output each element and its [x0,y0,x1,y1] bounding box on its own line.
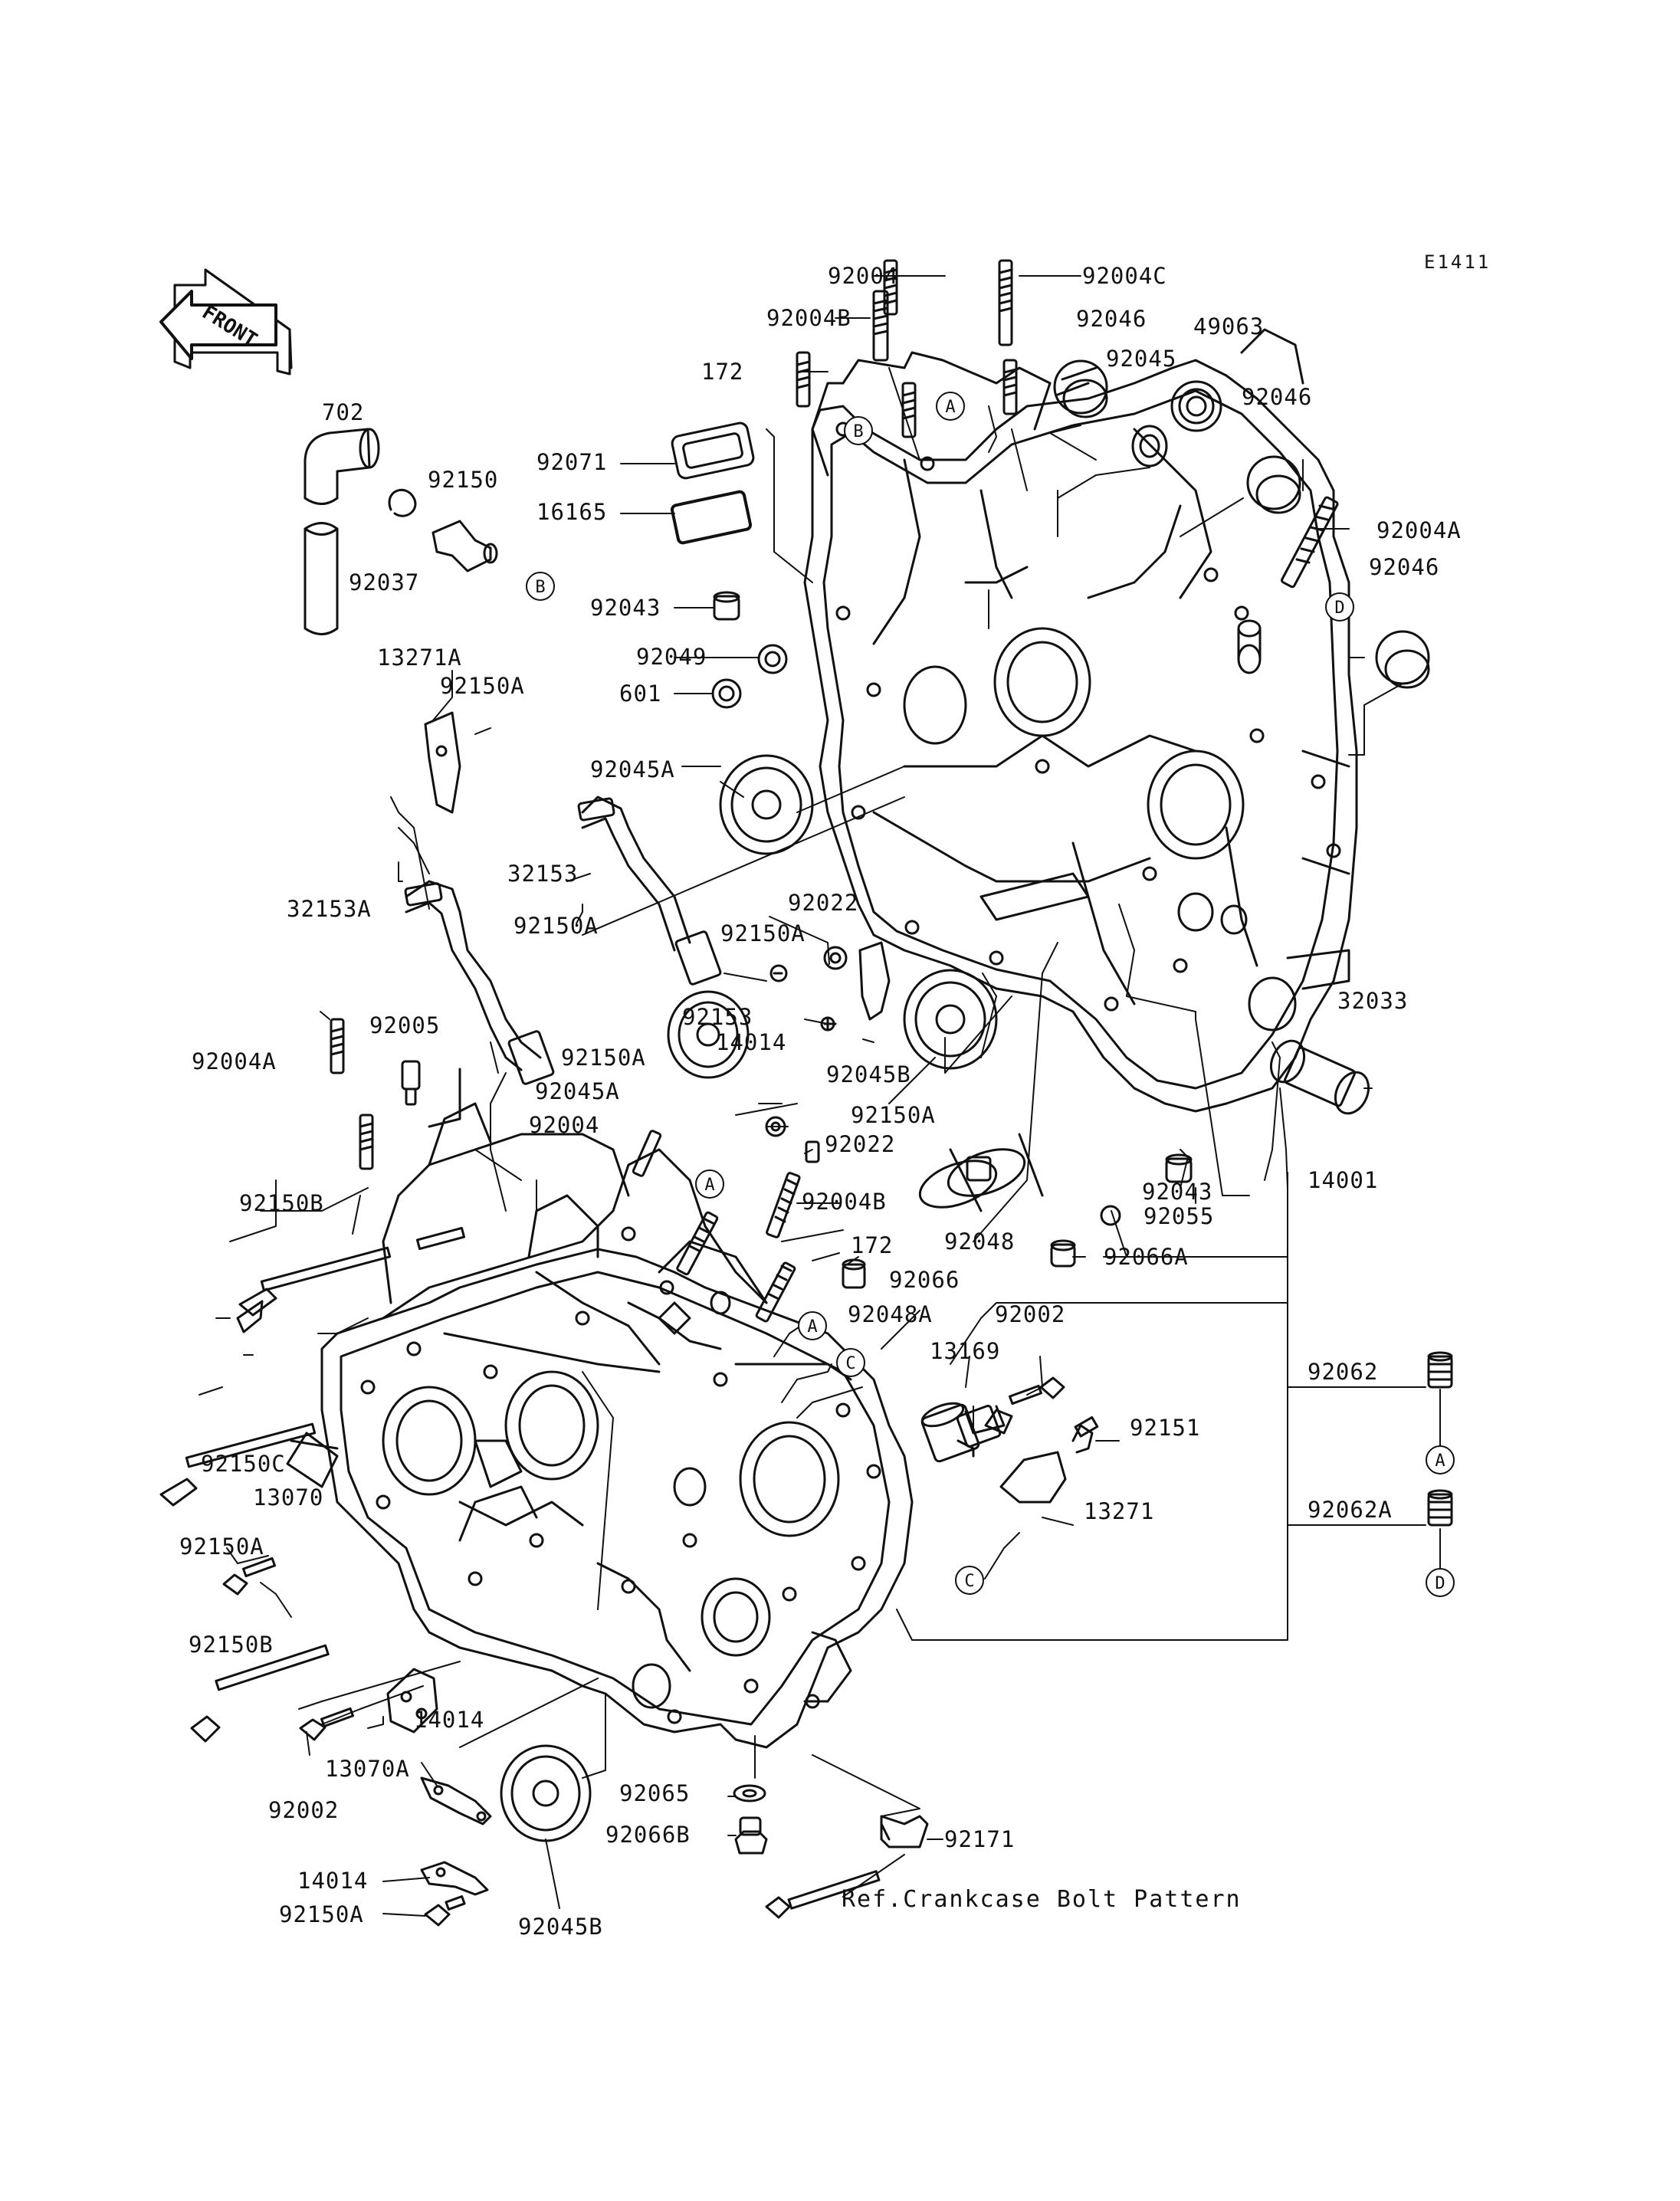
part-label: 92004B [802,1189,887,1215]
callout-A1: A [945,398,955,417]
part-label: 92037 [349,569,419,595]
front-arrow-icon [159,268,293,376]
part-label: 92004 [529,1112,599,1138]
part-label: 92045A [535,1078,620,1104]
bolts-and-covers-lower [190,1351,1453,1927]
part-label: 16165 [536,499,607,525]
part-label: 92071 [536,449,607,475]
part-label: 92045A [590,756,675,782]
part-label: 92153 [682,1004,753,1030]
part-label: 601 [619,681,661,707]
part-label: 92004A [192,1048,277,1074]
callout-letters: A B B D A A C C A D [535,398,1445,1593]
part-label: 172 [701,359,743,385]
part-label: 92046 [1369,554,1439,580]
callout-C2: C [964,1572,974,1591]
part-label: 92055 [1144,1203,1214,1229]
part-label: 92150B [189,1632,274,1658]
part-label: 13169 [930,1338,1000,1364]
part-label: 92150A [279,1901,364,1927]
part-label: 92066B [605,1822,691,1848]
callout-circles [526,392,1455,1597]
part-label: 92004B [766,305,851,331]
part-label: 32153A [287,896,372,922]
part-labels: 92004 92004C 92004B 172 92046 49063 9204… [179,263,1462,1940]
part-label: 13070 [253,1484,323,1511]
part-label: 702 [322,399,364,425]
callout-A3: A [807,1317,817,1337]
part-label: 92045B [518,1914,603,1940]
part-label: 92049 [636,644,707,670]
part-label: 92004A [1376,517,1462,543]
reference-note: Ref.Crankcase Bolt Pattern [842,1886,1242,1913]
part-label: 92065 [619,1780,690,1806]
part-label: 14014 [414,1707,484,1733]
part-label: 92005 [369,1012,440,1038]
callout-B1: B [853,422,863,441]
part-label: 92150A [720,920,806,946]
part-label: 92150C [201,1451,286,1477]
part-label: 92062A [1308,1497,1393,1523]
part-label: 92046 [1076,306,1147,332]
part-label: 92045B [826,1061,911,1087]
part-label: 32033 [1337,988,1408,1014]
callout-D1: D [1334,599,1344,618]
part-label: 14014 [297,1868,368,1894]
part-label: 92002 [268,1797,339,1823]
part-label: 92150A [440,673,525,699]
part-label: 92066A [1104,1244,1189,1270]
part-label: 49063 [1193,313,1264,339]
part-label: 13271 [1084,1498,1154,1524]
part-label: 92171 [944,1826,1015,1852]
part-label: 92048A [848,1301,933,1327]
part-label: 14001 [1308,1167,1378,1193]
part-label: 92150A [851,1102,936,1128]
part-label: 92022 [788,890,858,916]
callout-C1: C [845,1354,855,1373]
part-label: 92004C [1082,263,1167,289]
part-label: 92150B [239,1190,324,1216]
breather-hose [304,428,498,635]
callout-A4: A [1435,1451,1445,1471]
lower-crankcase [320,1102,914,1749]
part-label: 92043 [1142,1179,1212,1205]
callout-B2: B [535,578,545,597]
part-label: 32153 [507,861,578,887]
part-label: 92062 [1308,1359,1378,1385]
part-label: 92022 [825,1131,895,1157]
callout-A2: A [704,1176,714,1195]
diagram-code: E1411 [1424,251,1491,273]
part-label: 92150 [428,467,498,493]
part-label: 13070A [325,1756,410,1782]
part-label: 92045 [1106,346,1176,372]
oil-pipes [404,711,722,1085]
part-label: 92150A [179,1533,264,1560]
part-label: 92150A [561,1045,646,1071]
part-label: 92004 [828,263,898,289]
part-label: 92066 [889,1267,960,1293]
part-label: 92151 [1130,1415,1200,1441]
part-label: 14014 [716,1029,786,1055]
part-label: 172 [851,1232,893,1258]
studs-and-bearings-mid [159,754,1370,1507]
part-label: 92048 [944,1228,1015,1255]
part-label: 92046 [1242,384,1312,410]
callout-D2: D [1435,1574,1445,1593]
part-label: 92002 [995,1301,1065,1327]
part-label: 92043 [590,595,661,621]
upper-crankcase [803,328,1358,1113]
part-label: 92150A [514,913,599,939]
part-label: 13271A [377,645,462,671]
